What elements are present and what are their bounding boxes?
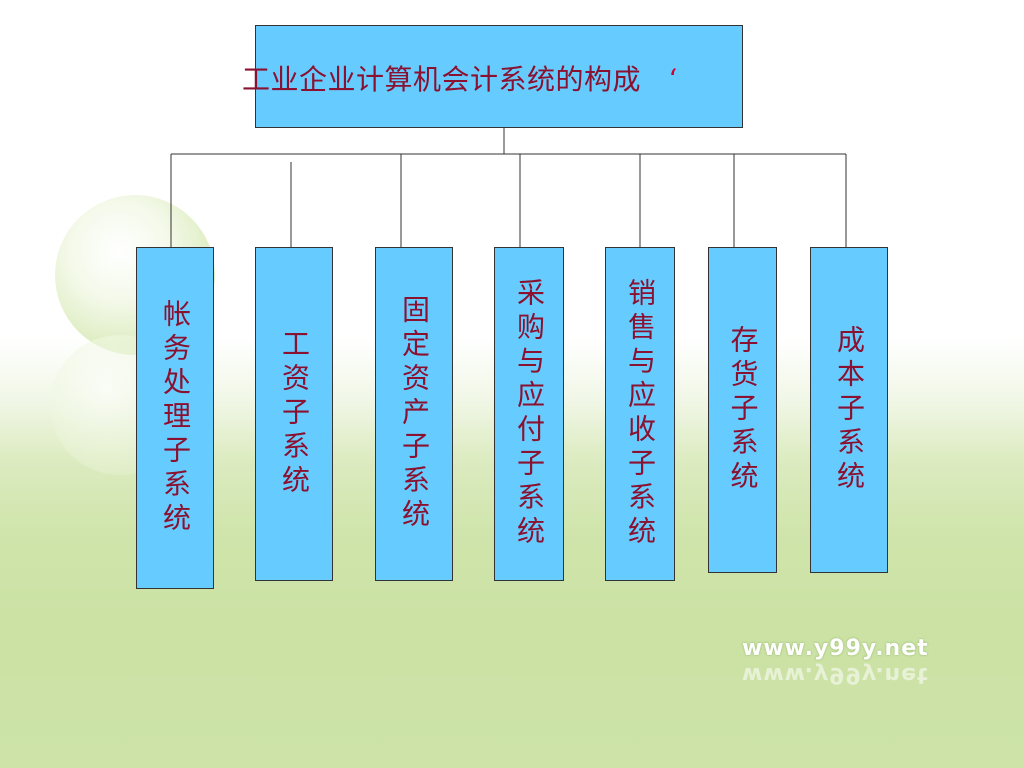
child-node-label: 工资子系统 [278, 329, 311, 499]
root-title-text: 工业企业计算机会计系统的构成 [242, 63, 642, 96]
child-node-label: 采购与应付子系统 [513, 278, 546, 550]
root-trailing-mark: ‘ [668, 63, 678, 96]
child-node-label: 帐务处理子系统 [159, 299, 192, 537]
child-node-inventory: 存货子系统 [708, 247, 777, 573]
child-node-payroll: 工资子系统 [255, 247, 333, 581]
child-node-cost: 成本子系统 [810, 247, 888, 573]
watermark-reflection: www.y99y.net [742, 662, 929, 687]
child-node-purchasing: 采购与应付子系统 [494, 247, 564, 581]
child-node-label: 存货子系统 [726, 325, 760, 495]
child-node-sales: 销售与应收子系统 [605, 247, 675, 581]
root-node-title: 工业企业计算机会计系统的构成 ‘ [242, 58, 678, 98]
watermark-text: www.y99y.net [742, 636, 929, 661]
child-node-ledger: 帐务处理子系统 [136, 247, 214, 589]
child-node-label: 成本子系统 [833, 325, 866, 495]
root-node-box [255, 25, 743, 128]
child-node-fixed-assets: 固定资产子系统 [375, 247, 453, 581]
child-node-label: 销售与应收子系统 [624, 278, 657, 550]
child-node-label: 固定资产子系统 [398, 295, 431, 533]
